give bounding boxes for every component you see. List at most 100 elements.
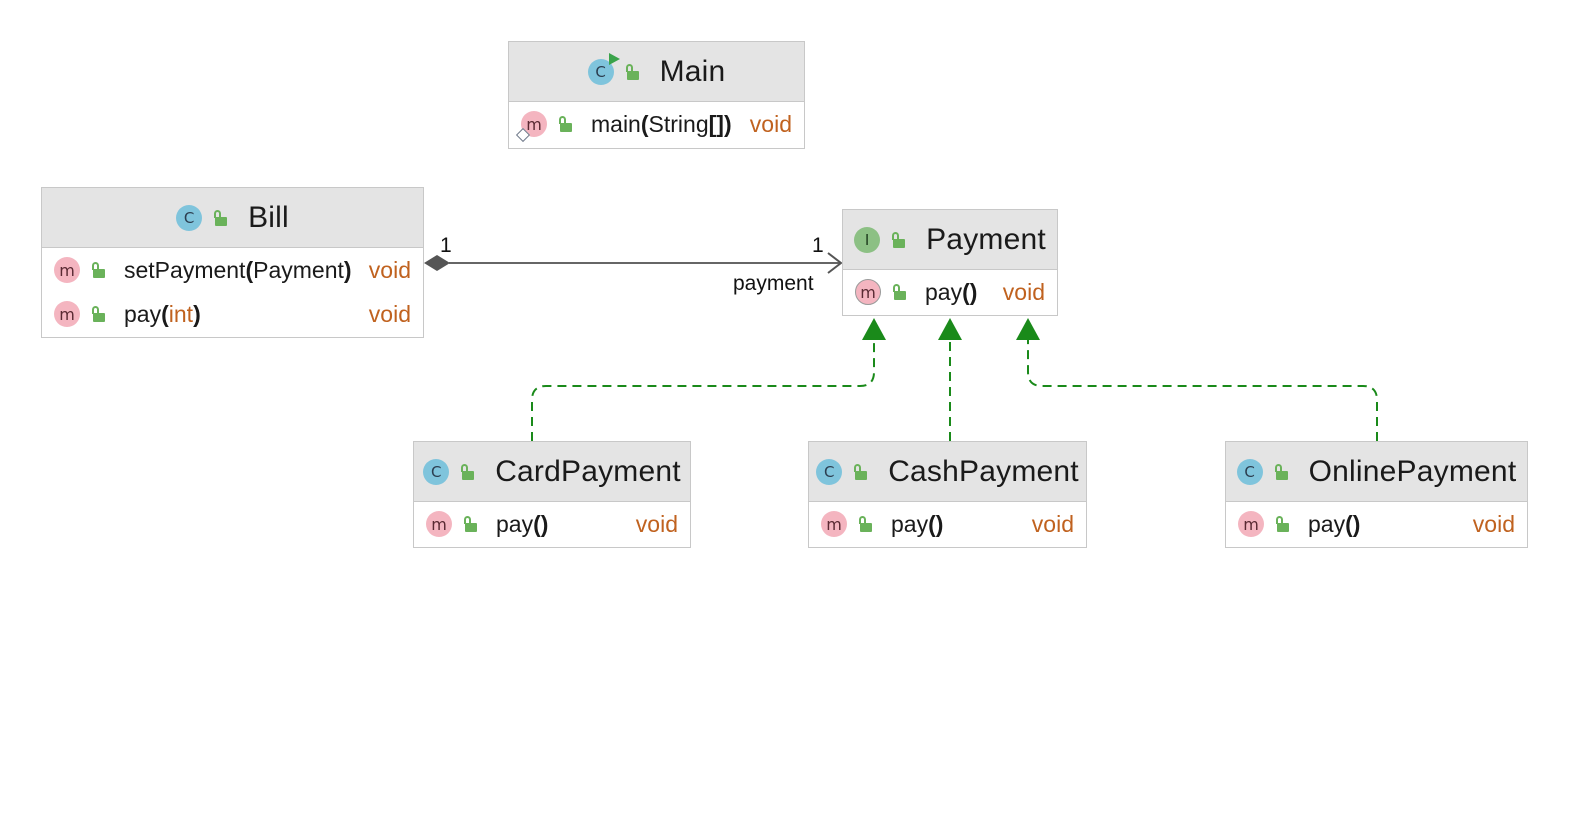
- return-type: void: [368, 300, 411, 327]
- class-run-icon: C: [587, 52, 620, 85]
- interface-payment[interactable]: I Payment m pay() void: [842, 209, 1058, 316]
- association-arrowhead: [827, 252, 843, 274]
- public-access-icon: [464, 516, 477, 532]
- association-role-label: payment: [733, 272, 814, 295]
- method-letter: m: [431, 514, 447, 534]
- method-signature: pay(): [496, 511, 548, 538]
- method-row[interactable]: m pay(int) void: [42, 292, 423, 336]
- realization-arrowhead-card: [862, 318, 886, 340]
- public-access-icon: [625, 63, 639, 80]
- method-row[interactable]: m pay() void: [809, 502, 1086, 546]
- return-type: void: [1031, 510, 1074, 537]
- method-letter: m: [860, 282, 876, 302]
- method-name: main: [591, 110, 641, 137]
- array-brackets: []: [708, 110, 724, 137]
- method-letter: m: [59, 304, 75, 324]
- param-type: String: [648, 110, 709, 137]
- class-name: OnlinePayment: [1308, 454, 1517, 488]
- target-multiplicity: 1: [812, 234, 824, 257]
- class-header: C Bill: [42, 188, 423, 248]
- kind-letter: C: [183, 208, 195, 227]
- method-row[interactable]: m pay() void: [414, 502, 690, 546]
- parens: (): [962, 278, 978, 305]
- class-header: C Main: [509, 42, 804, 102]
- method-icon: m: [1238, 511, 1264, 537]
- class-header: I Payment: [843, 210, 1057, 270]
- class-name: CashPayment: [888, 454, 1079, 488]
- method-icon: m: [54, 301, 80, 327]
- method-letter: m: [826, 514, 842, 534]
- class-cash-payment[interactable]: C CashPayment m pay() void: [808, 441, 1087, 548]
- realization-online-payment: [1027, 340, 1378, 441]
- return-type: void: [368, 256, 411, 283]
- parens: (): [928, 510, 944, 537]
- return-type: void: [635, 510, 678, 537]
- class-icon: C: [1236, 458, 1263, 485]
- class-main[interactable]: C Main m main(String[]) void: [508, 41, 805, 149]
- param-type: int: [168, 300, 194, 327]
- method-letter: m: [526, 114, 542, 134]
- method-signature: pay(): [891, 511, 943, 538]
- kind-letter: C: [823, 462, 835, 481]
- paren-close: ): [193, 300, 201, 327]
- abstract-method-icon: m: [855, 279, 881, 305]
- realization-arrowhead-cash: [938, 318, 962, 340]
- public-access-icon: [892, 231, 906, 248]
- class-name: Main: [659, 54, 726, 88]
- public-access-icon: [214, 209, 228, 226]
- composition-diamond: [424, 255, 450, 271]
- public-access-icon: [559, 116, 572, 132]
- method-row[interactable]: m main(String[]) void: [509, 102, 804, 146]
- method-icon: m: [54, 257, 80, 283]
- class-card-payment[interactable]: C CardPayment m pay() void: [413, 441, 691, 548]
- method-signature: pay(): [1308, 511, 1360, 538]
- class-header: C CardPayment: [414, 442, 690, 502]
- source-multiplicity: 1: [440, 234, 452, 257]
- method-row[interactable]: m setPayment(Payment) void: [42, 248, 423, 292]
- return-type: void: [749, 110, 792, 137]
- method-signature: pay(): [925, 279, 977, 306]
- public-access-icon: [92, 262, 105, 278]
- method-icon: m: [515, 111, 547, 143]
- parens: (): [1345, 510, 1361, 537]
- kind-letter: C: [1244, 462, 1255, 481]
- class-name: Payment: [926, 222, 1046, 256]
- realization-card-payment: [531, 340, 875, 441]
- method-name: setPayment: [124, 256, 246, 283]
- parens: (): [533, 510, 549, 537]
- method-row[interactable]: m pay() void: [843, 270, 1057, 314]
- realization-arrowhead-online: [1016, 318, 1040, 340]
- paren-open: (: [640, 110, 649, 137]
- method-letter: m: [1243, 514, 1259, 534]
- method-row[interactable]: m pay() void: [1226, 502, 1527, 546]
- method-name: pay: [925, 278, 963, 305]
- method-signature: setPayment(Payment): [124, 257, 352, 284]
- run-marker-icon: [608, 52, 620, 65]
- return-type: void: [1002, 278, 1045, 305]
- kind-letter: C: [595, 62, 606, 81]
- public-access-icon: [893, 284, 906, 300]
- paren-open: (: [245, 256, 254, 283]
- paren-open: (: [161, 300, 169, 327]
- kind-letter: C: [430, 462, 442, 481]
- method-name: pay: [496, 510, 534, 537]
- kind-letter: I: [864, 230, 870, 249]
- method-icon: m: [426, 511, 452, 537]
- param-name: Payment: [253, 256, 344, 283]
- class-bill[interactable]: C Bill m setPayment(Payment) void m pay(…: [41, 187, 424, 338]
- method-letter: m: [59, 260, 75, 280]
- public-access-icon: [92, 306, 105, 322]
- public-access-icon: [854, 463, 868, 480]
- return-type: void: [1472, 510, 1515, 537]
- paren-close: ): [343, 256, 352, 283]
- paren-close: ): [723, 110, 732, 137]
- method-icon: m: [821, 511, 847, 537]
- method-name: pay: [891, 510, 929, 537]
- public-access-icon: [859, 516, 872, 532]
- public-access-icon: [461, 463, 475, 480]
- class-icon: C: [816, 458, 843, 485]
- method-name: pay: [124, 300, 162, 327]
- class-online-payment[interactable]: C OnlinePayment m pay() void: [1225, 441, 1528, 548]
